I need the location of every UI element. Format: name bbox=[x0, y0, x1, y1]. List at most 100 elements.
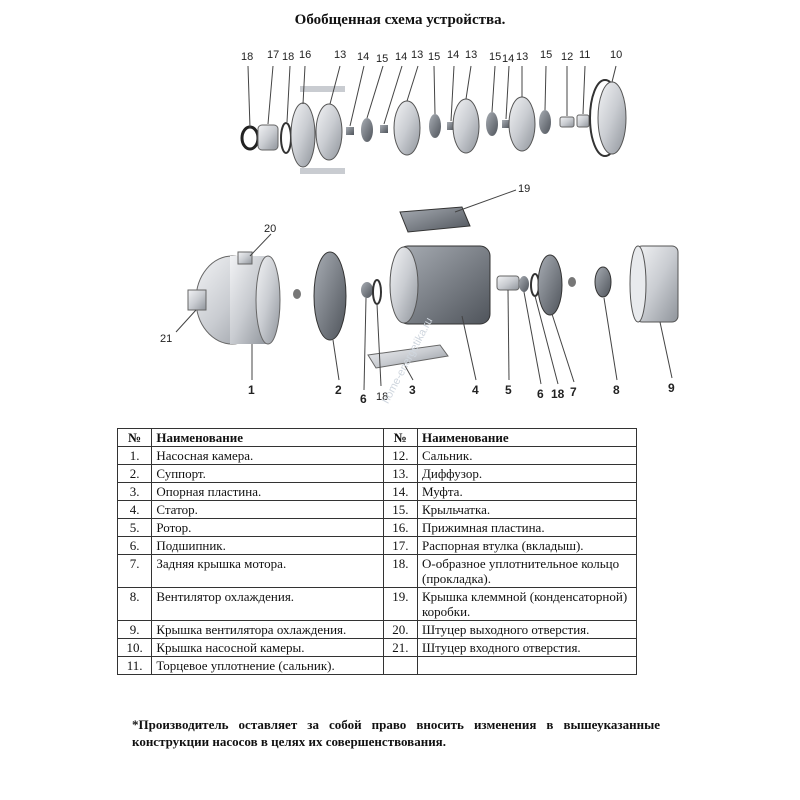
stator-front bbox=[389, 246, 419, 324]
gland-12 bbox=[559, 116, 575, 128]
row-number: 21. bbox=[382, 638, 419, 657]
parts-table: № Наименование № Наименование 1. Насосна… bbox=[116, 428, 637, 675]
diffuser-13-c bbox=[452, 98, 480, 154]
callout-label: 19 bbox=[518, 183, 530, 195]
coupling-14-d bbox=[502, 120, 510, 128]
part-name: Ротор. bbox=[151, 518, 384, 537]
part-name: Прижимная пластина. bbox=[417, 518, 637, 537]
callout-label: 15 bbox=[540, 49, 552, 61]
row-number: 6. bbox=[116, 536, 153, 555]
callout-label: 1 bbox=[248, 383, 255, 397]
part-name: Сальник. bbox=[417, 446, 637, 465]
bottom-callout-labels: 19 20 21 1 2 6 18 3 4 5 6 18 7 8 9 bbox=[160, 183, 675, 406]
rear-motor-cover-7 bbox=[537, 254, 563, 316]
callout-label: 16 bbox=[299, 49, 311, 61]
row-number: 11. bbox=[116, 656, 153, 675]
part-name: Штуцер входного отверстия. bbox=[417, 638, 637, 657]
row-number: 12. bbox=[382, 446, 419, 465]
part-name: Крышка клеммной (конденсаторной) коробки… bbox=[417, 587, 637, 621]
tie-rod-lower bbox=[300, 168, 345, 174]
callout-label: 14 bbox=[395, 51, 407, 63]
callout-label: 10 bbox=[610, 49, 622, 61]
pump-stage-assembly bbox=[240, 79, 627, 174]
row-number: 13. bbox=[382, 464, 419, 483]
callout-label: 8 bbox=[613, 383, 620, 397]
coupling-14-c bbox=[447, 122, 455, 130]
callout-label: 7 bbox=[570, 385, 577, 399]
part-name: Суппорт. bbox=[151, 464, 384, 483]
table-row: 2. Суппорт. 13. Диффузор. bbox=[116, 464, 637, 483]
inlet-port-21 bbox=[187, 289, 207, 311]
pump-chamber-rim bbox=[255, 255, 281, 345]
part-name: Муфта. bbox=[417, 482, 637, 501]
row-number: 14. bbox=[382, 482, 419, 501]
impeller-15-b bbox=[429, 114, 441, 138]
callout-label: 21 bbox=[160, 333, 172, 345]
table-row: 7. Задняя крышка мотора. 18. О-образное … bbox=[116, 554, 637, 588]
part-name: Задняя крышка мотора. bbox=[151, 554, 384, 588]
diffuser-13-a bbox=[315, 103, 343, 161]
callout-label: 9 bbox=[668, 381, 675, 395]
o-ring-18 bbox=[280, 122, 292, 154]
diffuser-13-d bbox=[508, 96, 536, 152]
row-number: 1. bbox=[116, 446, 153, 465]
table-row: 11. Торцевое уплотнение (сальник). bbox=[116, 656, 637, 675]
callout-label: 11 bbox=[579, 49, 590, 61]
part-name: Крышка вентилятора охлаждения. bbox=[151, 620, 384, 639]
page-title: Обобщенная схема устройства. bbox=[294, 12, 506, 28]
rotor-5 bbox=[496, 275, 520, 291]
row-number: 16. bbox=[382, 518, 419, 537]
table-row: 10. Крышка насосной камеры. 21. Штуцер в… bbox=[116, 638, 637, 657]
part-name: Подшипник. bbox=[151, 536, 384, 555]
footnote: *Производитель оставляет за собой право … bbox=[132, 717, 660, 749]
row-number: 17. bbox=[382, 536, 419, 555]
part-name: Статор. bbox=[151, 500, 384, 519]
o-ring-18-motor-left bbox=[372, 279, 382, 305]
top-callout-labels: 18 17 18 16 13 14 15 14 13 15 14 13 15 1… bbox=[241, 49, 622, 65]
row-number: 10. bbox=[116, 638, 153, 657]
row-number: 4. bbox=[116, 500, 153, 519]
callout-label: 14 bbox=[502, 53, 514, 65]
coupling-14-b bbox=[380, 125, 388, 133]
impeller-15-c bbox=[486, 112, 498, 136]
table-row: 8. Вентилятор охлаждения. 19. Крышка кле… bbox=[116, 587, 637, 621]
part-name: Штуцер выходного отверстия. bbox=[417, 620, 637, 639]
part-name: Опорная пластина. bbox=[151, 482, 384, 501]
terminal-box-cover-19 bbox=[399, 206, 471, 233]
callout-label: 13 bbox=[516, 51, 528, 63]
o-ring-18-left bbox=[240, 125, 260, 151]
part-name: Насосная камера. bbox=[151, 446, 384, 465]
callout-label: 3 bbox=[409, 383, 416, 397]
spacer-sleeve-17 bbox=[257, 124, 279, 151]
row-number: 20. bbox=[382, 620, 419, 639]
top-leader-lines bbox=[247, 65, 617, 129]
part-name: Распорная втулка (вкладыш). bbox=[417, 536, 637, 555]
impeller-15-d bbox=[539, 110, 551, 134]
pressure-plate-16 bbox=[290, 102, 316, 168]
fan-cover-rim bbox=[629, 245, 647, 323]
seal-11 bbox=[576, 114, 590, 128]
part-name: Вентилятор охлаждения. bbox=[151, 587, 384, 621]
bearing-6-left bbox=[361, 282, 373, 298]
row-number: 7. bbox=[116, 554, 153, 588]
part-name: Диффузор. bbox=[417, 464, 637, 483]
column-header-num: № bbox=[382, 428, 419, 447]
outlet-port-20 bbox=[237, 251, 253, 265]
chamber-cover-10 bbox=[597, 81, 627, 155]
row-number: 3. bbox=[116, 482, 153, 501]
callout-label: 15 bbox=[489, 51, 501, 63]
bearing-6-right bbox=[519, 276, 529, 292]
row-number: 8. bbox=[116, 587, 153, 621]
row-number: 2. bbox=[116, 464, 153, 483]
table-row: 4. Статор. 15. Крыльчатка. bbox=[116, 500, 637, 519]
row-number: 5. bbox=[116, 518, 153, 537]
small-washer bbox=[568, 277, 576, 287]
callout-label: 13 bbox=[465, 49, 477, 61]
callout-label: 14 bbox=[447, 49, 459, 61]
table-row: 9. Крышка вентилятора охлаждения. 20. Шт… bbox=[116, 620, 637, 639]
small-seal-part bbox=[293, 289, 301, 299]
support-2 bbox=[313, 251, 347, 341]
table-row: 1. Насосная камера. 12. Сальник. bbox=[116, 446, 637, 465]
callout-label: 4 bbox=[472, 383, 479, 397]
row-number bbox=[382, 656, 419, 675]
